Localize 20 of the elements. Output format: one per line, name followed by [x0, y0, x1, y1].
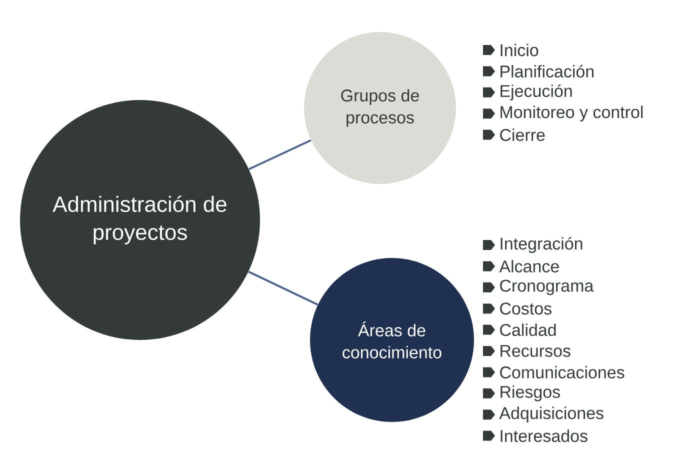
list-item: Alcance — [499, 260, 559, 272]
list-item: Adquisiciones — [499, 406, 604, 423]
list-item: Ejecución — [500, 84, 572, 100]
list-item: Monitoreo y control — [500, 106, 643, 122]
list-item: Cronograma — [500, 280, 594, 296]
circle-node: Grupos de procesos — [304, 32, 456, 184]
list-item: Recursos — [500, 345, 570, 357]
connector-line — [248, 270, 318, 306]
list-item: Inicio — [500, 44, 538, 56]
circle-node: Administración de proyectos — [20, 100, 260, 340]
list-item: Comunicaciones — [500, 366, 624, 378]
list-item: Integración — [500, 236, 582, 254]
circle-node: Áreas de conocimiento — [310, 258, 474, 422]
connector-line — [248, 139, 312, 170]
list-item: Planificación — [500, 64, 594, 78]
list-item: Cierre — [500, 128, 545, 142]
list-item: Costos — [500, 302, 552, 315]
list-item: Calidad — [500, 324, 556, 336]
list-item: Riesgos — [500, 385, 560, 402]
list-item: Interesados — [500, 430, 588, 442]
